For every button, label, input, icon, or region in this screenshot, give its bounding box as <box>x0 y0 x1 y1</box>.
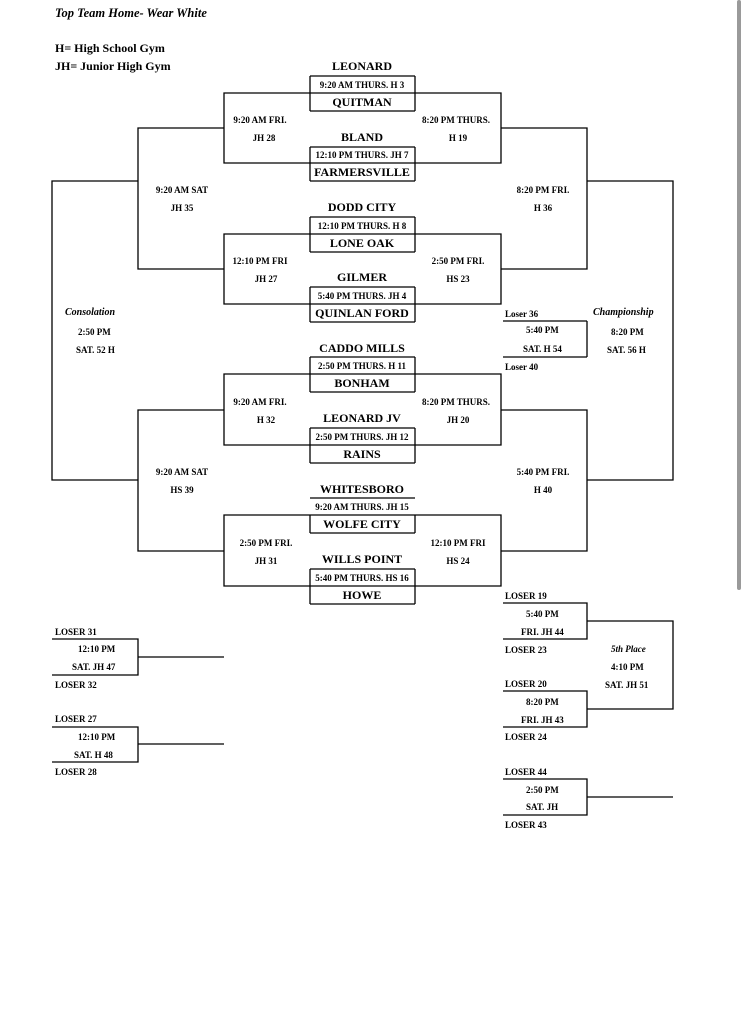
team-bottom: QUINLAN FORD <box>315 306 409 320</box>
team-top: LEONARD JV <box>323 411 401 425</box>
team-bottom: LOSER 32 <box>55 680 97 690</box>
game-time: 8:20 PM THURS. <box>421 397 491 407</box>
game-place: SAT. JH 47 <box>72 662 116 672</box>
game-place: SAT. H 54 <box>523 344 562 354</box>
game-time: 9:20 AM SAT <box>155 185 209 195</box>
game-time: 5:40 PM <box>526 325 559 335</box>
team-top: BLAND <box>340 130 384 144</box>
game-place: SAT. JH 51 <box>605 680 649 690</box>
team-bottom: BONHAM <box>334 376 390 390</box>
game-time: 8:20 PM FRI. <box>516 185 570 195</box>
game-time: 12:10 PM <box>78 644 116 654</box>
team-bottom: LOSER 23 <box>505 645 547 655</box>
legend-junior-high: JH= Junior High Gym <box>55 59 171 73</box>
team-bottom: Loser 40 <box>505 362 539 372</box>
game-time: 9:20 AM SAT <box>155 467 209 477</box>
game-time: 2:50 PM <box>78 327 111 337</box>
game-place: H 40 <box>533 485 553 495</box>
game-time: 12:10 PM <box>78 732 116 742</box>
game-time: 5:40 PM <box>526 609 559 619</box>
game-place: JH 27 <box>254 274 278 284</box>
team-top: Loser 36 <box>505 309 539 319</box>
game-time: 5:40 PM THURS. HS 16 <box>315 573 409 583</box>
legend-high-school: H= High School Gym <box>55 41 165 55</box>
vertical-scrollbar[interactable] <box>737 0 741 590</box>
team-top: LOSER 44 <box>505 767 547 777</box>
page-title: Top Team Home- Wear White <box>55 6 207 20</box>
game-place: JH 20 <box>446 415 470 425</box>
game-place: SAT. H 48 <box>74 750 113 760</box>
game-time: 12:10 PM THURS. JH 7 <box>315 150 409 160</box>
game-place: HS 39 <box>170 485 194 495</box>
game-place: SAT. 56 H <box>607 345 646 355</box>
team-bottom: LOSER 24 <box>505 732 547 742</box>
game-time: 5:40 PM THURS. JH 4 <box>317 291 407 301</box>
game-time: 2:50 PM FRI. <box>431 256 485 266</box>
team-bottom: LOSER 28 <box>55 767 97 777</box>
game-time: 9:20 AM FRI. <box>233 115 287 125</box>
team-top: LOSER 19 <box>505 591 547 601</box>
game-place: HS 24 <box>446 556 470 566</box>
game-time: 9:20 AM FRI. <box>233 397 287 407</box>
team-bottom: WOLFE CITY <box>323 517 401 531</box>
team-bottom: LOSER 43 <box>505 820 547 830</box>
team-top: DODD CITY <box>327 200 397 214</box>
game-time: 2:50 PM THURS. H 11 <box>317 361 407 371</box>
game-time: 8:20 PM <box>526 697 559 707</box>
team-top: LOSER 27 <box>55 714 97 724</box>
game-time: 12:10 PM THURS. H 8 <box>317 221 407 231</box>
championship-title: Championship <box>593 307 654 318</box>
team-top: LOSER 20 <box>505 679 547 689</box>
game-box-4 <box>309 286 416 323</box>
game-time: 8:20 PM <box>611 327 644 337</box>
team-top: CADDO MILLS <box>319 341 405 355</box>
game-place: JH 28 <box>252 133 276 143</box>
game-time: 2:50 PM <box>526 785 559 795</box>
game-time: 2:50 PM FRI. <box>239 538 293 548</box>
fifth-place-title: 5th Place <box>611 644 646 654</box>
game-time: 2:50 PM THURS. JH 12 <box>315 432 409 442</box>
game-box-2 <box>309 146 416 182</box>
game-time: 12:10 PM FRI <box>232 256 288 266</box>
game-time: 4:10 PM <box>611 662 644 672</box>
game-time: 9:20 AM THURS. H 3 <box>319 80 405 90</box>
game-time: 5:40 PM FRI. <box>516 467 570 477</box>
team-top: LOSER 31 <box>55 627 97 637</box>
team-top: GILMER <box>336 270 388 284</box>
game-place: H 32 <box>256 415 276 425</box>
game-place: JH 35 <box>170 203 194 213</box>
team-bottom: LONE OAK <box>329 236 395 250</box>
game-box-7 <box>309 497 416 534</box>
game-time: 12:10 PM FRI <box>430 538 486 548</box>
team-top: WILLS POINT <box>321 552 403 566</box>
team-bottom: FARMERSVILLE <box>314 165 410 179</box>
game-place: H 36 <box>533 203 553 213</box>
game-place: SAT. JH <box>526 802 559 812</box>
team-bottom: RAINS <box>343 447 381 461</box>
team-bottom: HOWE <box>342 588 382 602</box>
game-place: SAT. 52 H <box>76 345 115 355</box>
team-top: LEONARD <box>331 59 393 73</box>
game-place: FRI. JH 44 <box>521 627 564 637</box>
team-top: WHITESBORO <box>319 482 405 496</box>
team-bottom: QUITMAN <box>332 95 392 109</box>
game-place: H 19 <box>448 133 468 143</box>
game-time: 9:20 AM THURS. JH 15 <box>315 502 409 512</box>
game-place: HS 23 <box>446 274 470 284</box>
game-time: 8:20 PM THURS. <box>421 115 491 125</box>
game-place: FRI. JH 43 <box>521 715 564 725</box>
consolation-title: Consolation <box>65 307 116 318</box>
game-place: JH 31 <box>254 556 278 566</box>
